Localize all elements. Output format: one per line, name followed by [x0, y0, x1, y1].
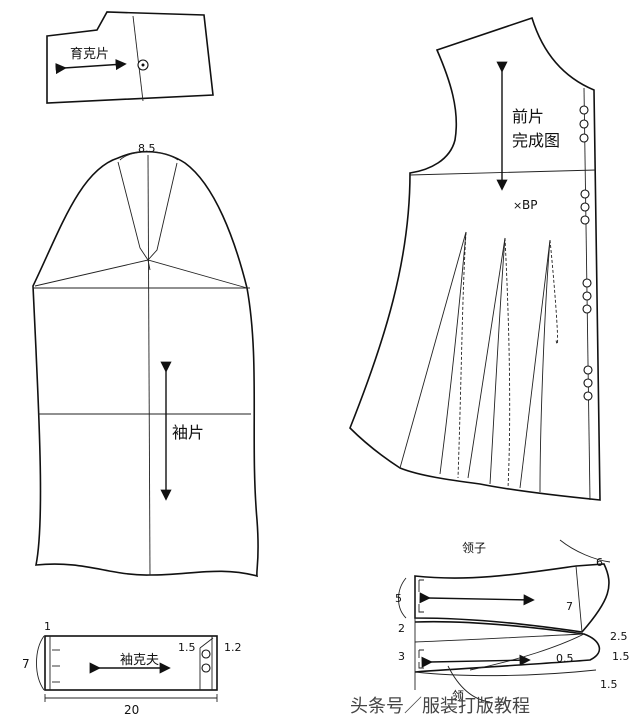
button-icon	[579, 133, 589, 143]
collar-dim-25: 2.5	[610, 630, 628, 643]
collar-piece: 领子 领 6 5 7 2 2.5 3 0.5 1.5 1.5	[395, 539, 630, 703]
button-icon	[583, 391, 593, 401]
cuff-button-icon	[201, 649, 211, 659]
cuff-label: 袖克夫	[120, 653, 159, 668]
collar-dim-6: 6	[596, 556, 603, 569]
collar-dim-2: 2	[398, 622, 405, 635]
button-icon	[582, 278, 592, 288]
front-label-line2: 完成图	[512, 131, 560, 150]
yoke-piece: 育克片	[46, 11, 214, 104]
collar-label: 领子	[462, 541, 486, 555]
sleeve-cap-dim: 8.5	[138, 142, 156, 155]
collar-dim-3: 3	[398, 650, 405, 663]
bp-label: BP	[522, 198, 537, 212]
cuff-button-icon	[201, 663, 211, 673]
undercollar-grain-arrow	[421, 654, 531, 668]
button-icon	[583, 378, 593, 388]
front-buttons	[579, 105, 593, 401]
cuff-width-dim: 20	[124, 703, 139, 717]
cuff-notches	[52, 649, 60, 683]
collar-grain-arrow	[419, 592, 535, 606]
cuff-dim-15: 1.5	[178, 641, 196, 654]
collar-notches	[418, 579, 424, 669]
front-piece: 前片 完成图 × BP	[349, 16, 601, 501]
button-icon	[580, 189, 590, 199]
button-icon	[580, 215, 590, 225]
button-icon	[579, 105, 589, 115]
collar-dim-15: 1.5	[612, 650, 630, 663]
bp-cross-icon: ×	[513, 199, 522, 212]
watermark: 头条号／服装打版教程	[350, 696, 530, 717]
collar-dim-5: 5	[395, 592, 402, 605]
button-icon	[582, 304, 592, 314]
cuff-dim-12: 1.2	[224, 641, 242, 654]
button-icon	[580, 202, 590, 212]
front-label-line1: 前片	[512, 107, 544, 126]
cuff-dim-1: 1	[44, 620, 51, 633]
collar-dim-05: 0.5	[556, 652, 574, 665]
button-icon	[579, 119, 589, 129]
front-pleats	[399, 231, 559, 493]
sleeve-piece: 8.5 袖片	[32, 142, 259, 578]
yoke-label: 育克片	[70, 46, 109, 62]
collar-dim-7: 7	[566, 600, 573, 613]
collar-dim-15b: 1.5	[600, 678, 618, 691]
cuff-height-dim: 7	[22, 657, 30, 671]
yoke-grain-arrow	[55, 58, 127, 75]
button-icon	[582, 291, 592, 301]
sleeve-label: 袖片	[172, 423, 204, 442]
collar-bottom-label: 领	[452, 689, 464, 703]
cuff-piece: 袖克夫 20 7 1 1.5 1.2	[22, 620, 242, 717]
button-icon	[583, 365, 593, 375]
